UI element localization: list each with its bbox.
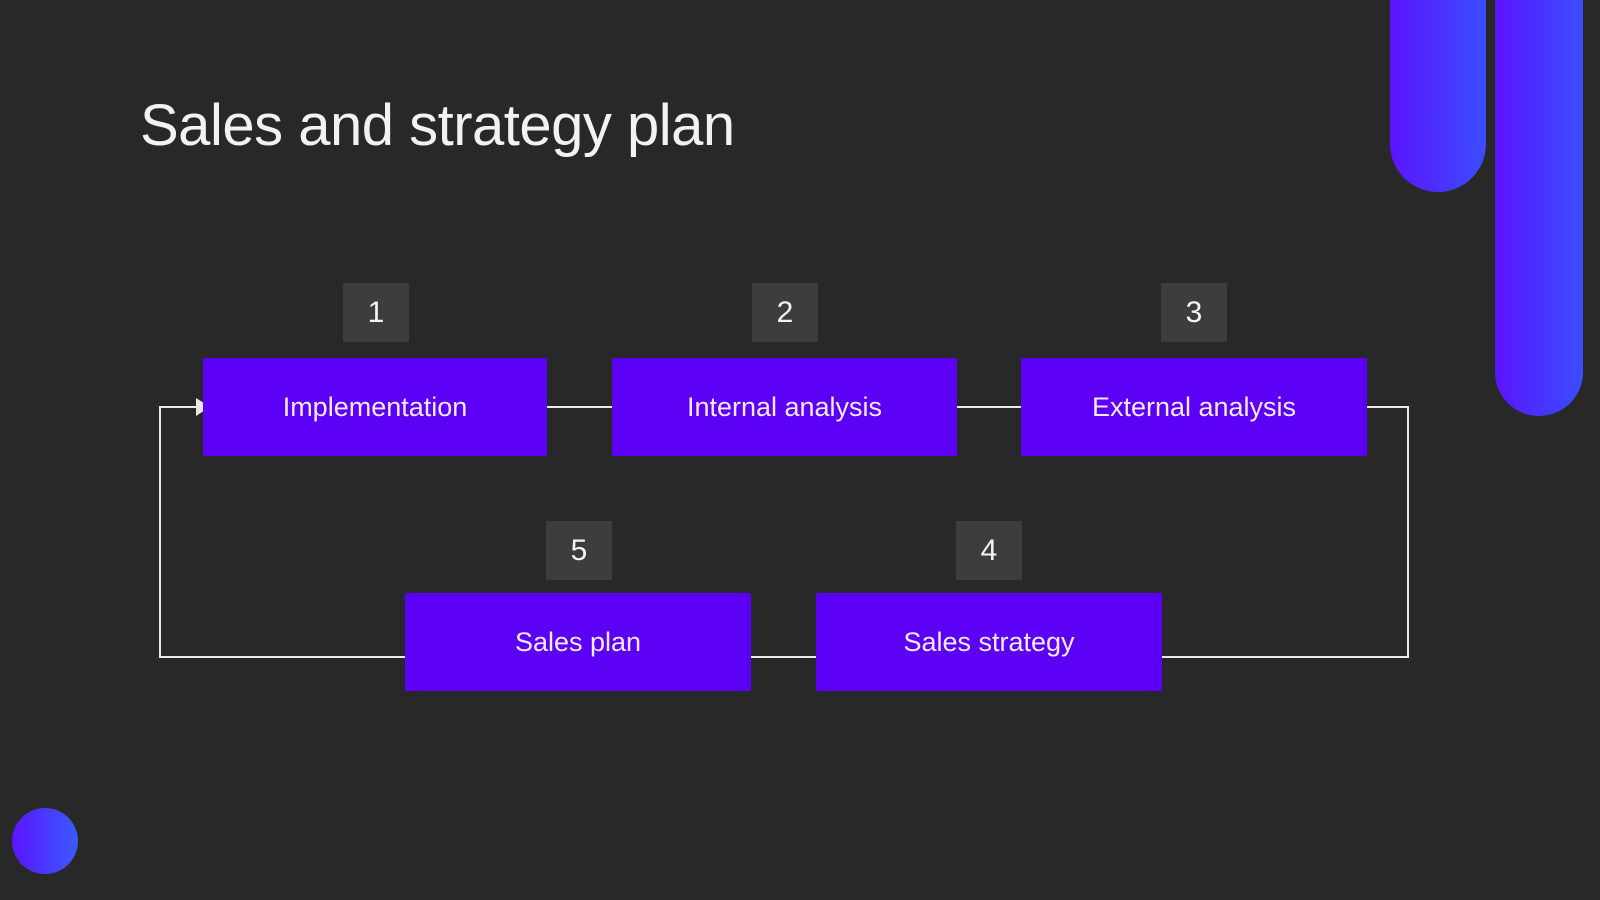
process-box-label: Sales strategy	[903, 626, 1075, 657]
process-box-2[interactable]: Internal analysis	[612, 358, 957, 456]
process-box-label: External analysis	[1091, 391, 1297, 422]
step-number: 2	[776, 295, 794, 329]
decorative-bar-left	[1390, 0, 1486, 192]
process-box-1[interactable]: Implementation	[203, 358, 547, 456]
process-box-4[interactable]: Sales strategy	[816, 593, 1162, 691]
step-number: 4	[980, 533, 998, 567]
connector-box5-up-to-box1	[159, 406, 405, 658]
step-number: 1	[367, 295, 385, 329]
decorative-circle	[12, 808, 78, 874]
process-box-label: Sales plan	[514, 626, 642, 657]
page-title: Sales and strategy plan	[140, 93, 735, 158]
step-badge-3: 3	[1161, 283, 1227, 342]
step-badge-1: 1	[343, 283, 409, 342]
process-box-label: Internal analysis	[686, 391, 883, 422]
decorative-bar-right	[1495, 0, 1583, 416]
step-number: 3	[1185, 295, 1203, 329]
step-number: 5	[570, 533, 588, 567]
process-box-3[interactable]: External analysis	[1021, 358, 1367, 456]
process-box-5[interactable]: Sales plan	[405, 593, 751, 691]
step-badge-4: 4	[956, 521, 1022, 580]
connector-box3-down-to-box4	[1162, 406, 1409, 658]
step-badge-2: 2	[752, 283, 818, 342]
process-box-label: Implementation	[282, 391, 468, 422]
step-badge-5: 5	[546, 521, 612, 580]
